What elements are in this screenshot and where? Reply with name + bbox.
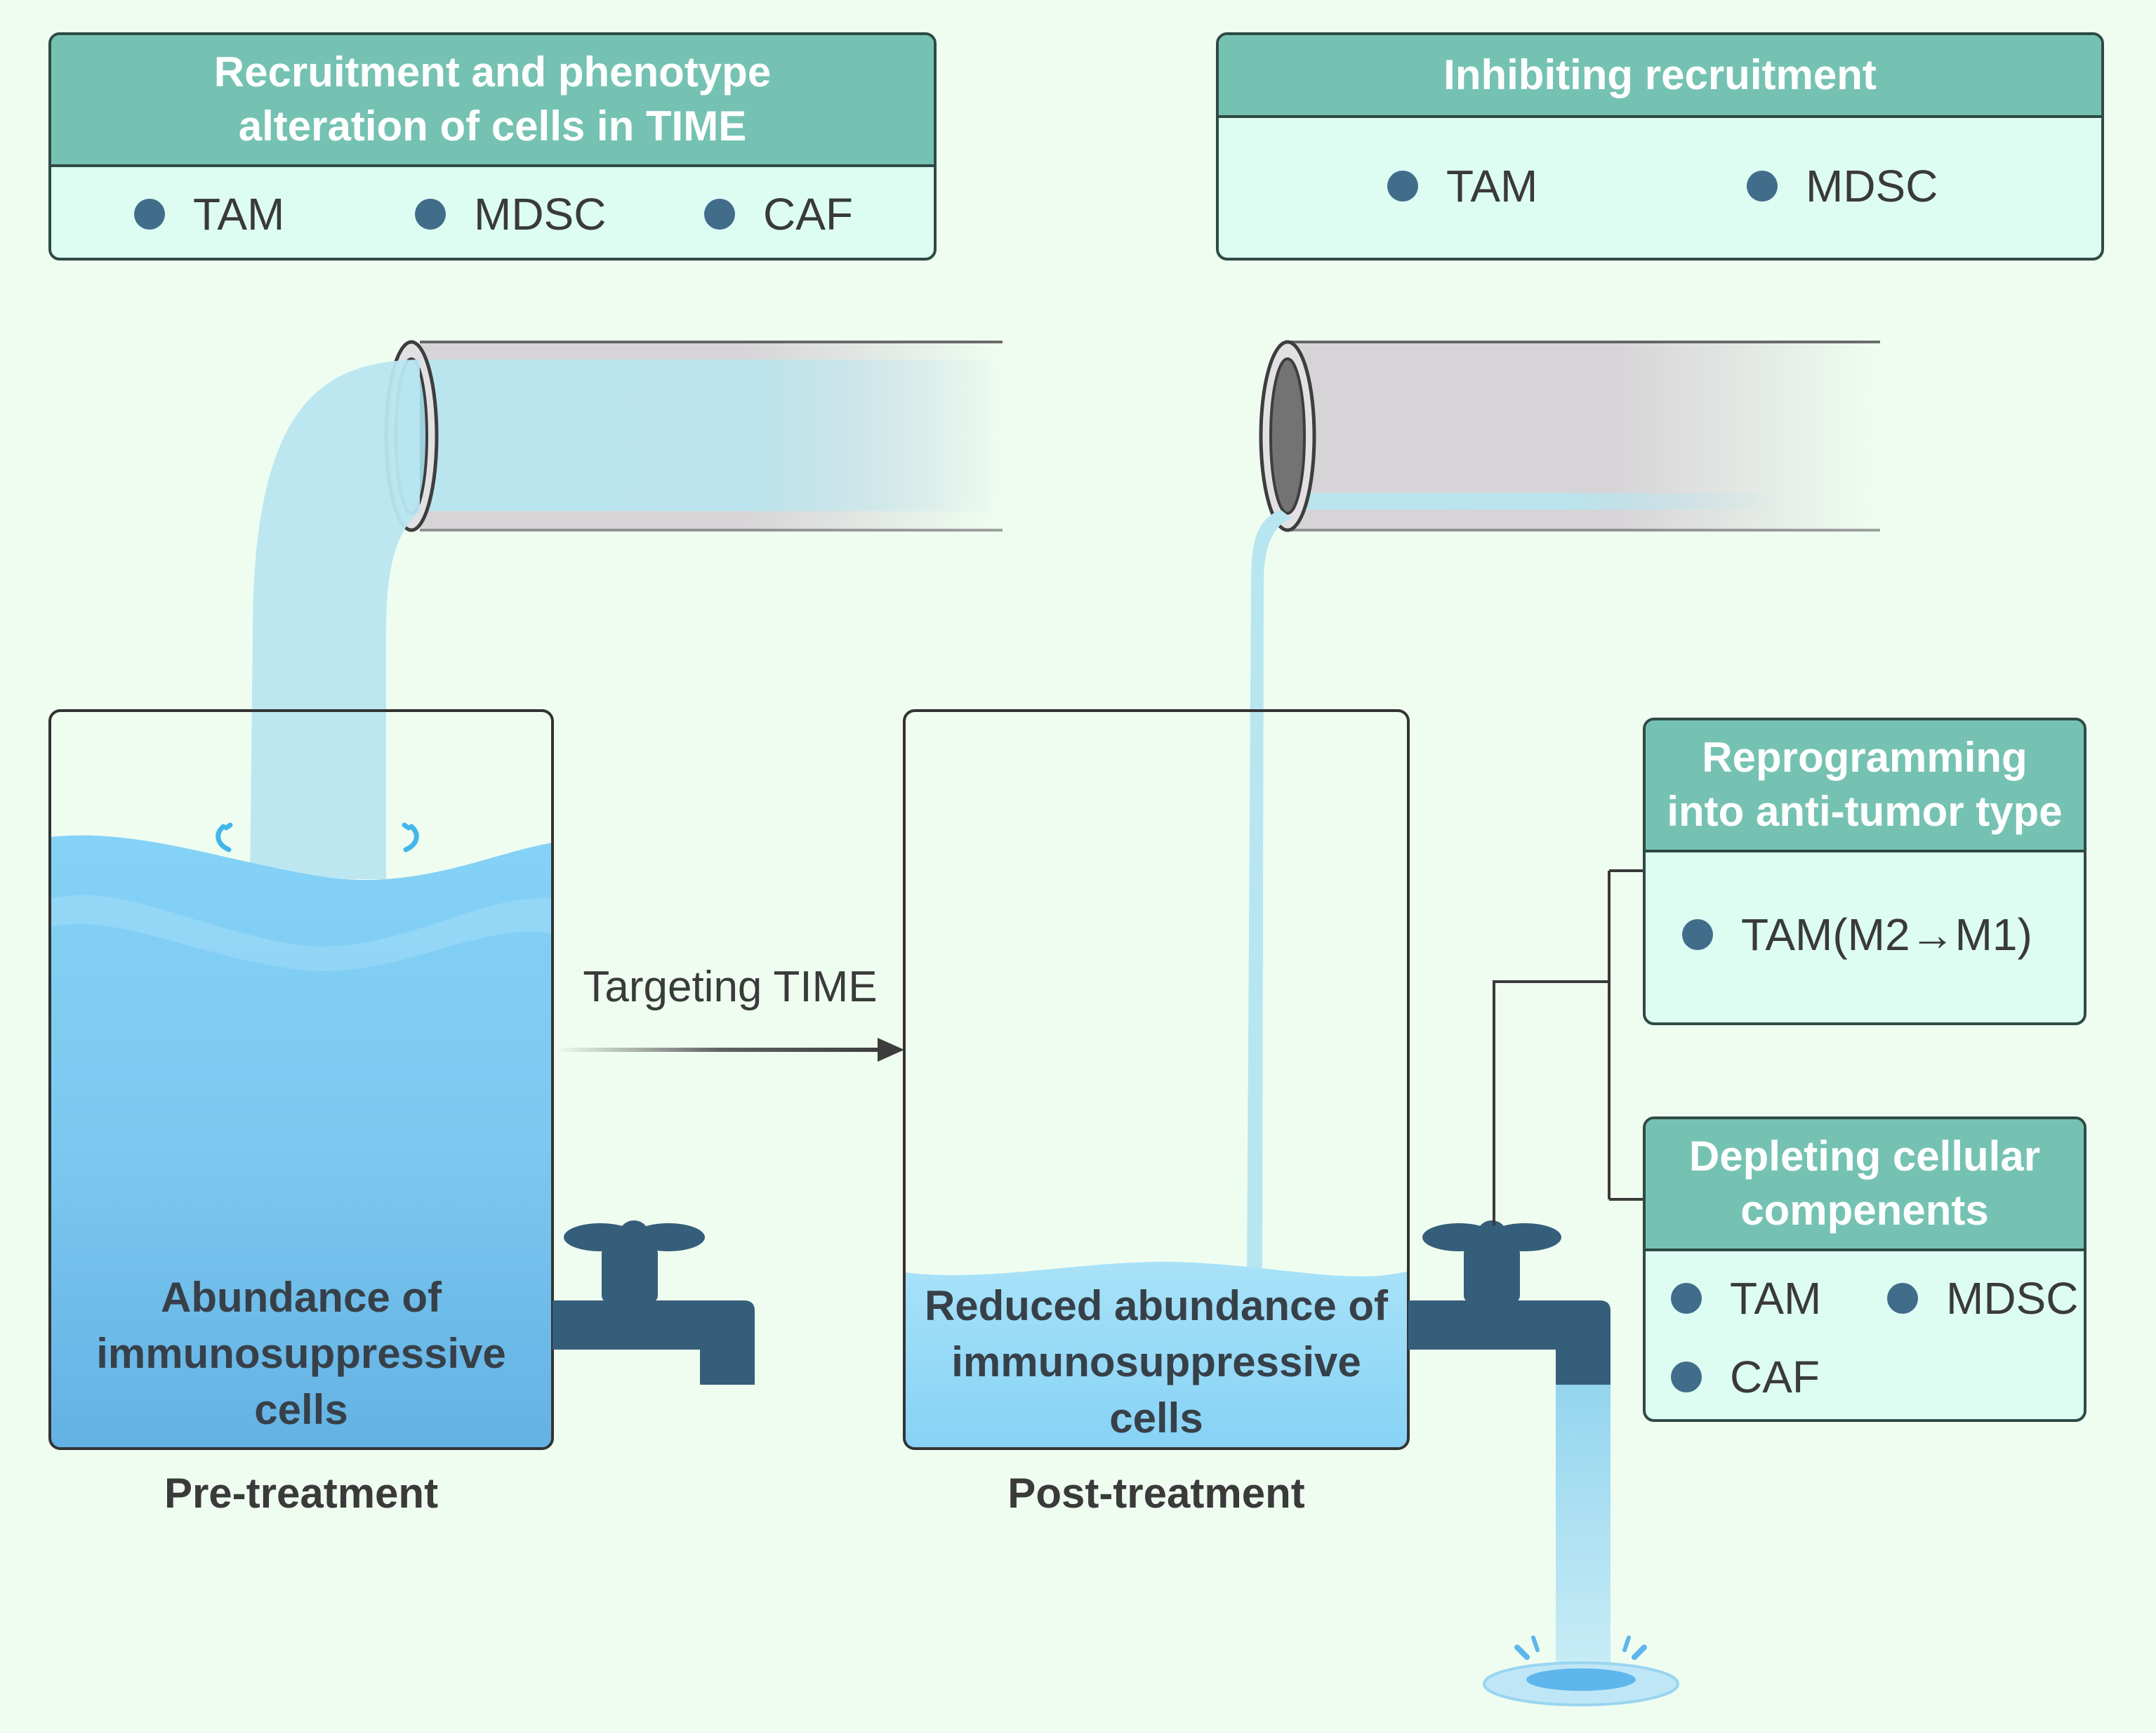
- left-pipe: [384, 340, 1003, 532]
- post-tank-text-line2: immunosuppressive: [951, 1338, 1361, 1385]
- recruitment-box-header: Recruitment and phenotype alteration of …: [51, 35, 934, 167]
- depleting-box-header: Depleting cellular compenents: [1646, 1119, 2084, 1251]
- depleting-item-caf: CAF: [1671, 1351, 1820, 1403]
- right-water-trickle: [1247, 510, 1292, 1274]
- pre-treatment-tank: [48, 709, 554, 1450]
- connector-lines: [1493, 869, 1651, 1225]
- reprogramming-box-header: Reprogramming into anti-tumor type: [1646, 720, 2084, 852]
- recruitment-title-line1: Recruitment and phenotype: [213, 48, 772, 96]
- depleting-item-mdsc: MDSC: [1887, 1272, 2078, 1324]
- recruitment-item-tam: TAM: [134, 188, 284, 240]
- recruitment-box: Recruitment and phenotype alteration of …: [48, 32, 937, 261]
- bullet-icon: [1671, 1362, 1702, 1392]
- recruitment-title-line2: alteration of cells in TIME: [238, 103, 747, 150]
- bullet-icon: [1747, 171, 1778, 202]
- pre-tank-text-line1: Abundance of: [161, 1274, 442, 1321]
- recruitment-item-mdsc: MDSC: [415, 188, 606, 240]
- post-treatment-caption: Post-treatment: [1007, 1470, 1305, 1517]
- bullet-icon: [1887, 1283, 1918, 1314]
- depleting-box: Depleting cellular compenents TAM MDSC C…: [1643, 1116, 2086, 1422]
- recruitment-item-caf: CAF: [704, 188, 853, 240]
- reprogramming-title-line1: Reprogramming: [1702, 734, 2028, 782]
- left-faucet: [553, 1220, 755, 1385]
- post-treatment-tank: [903, 709, 1410, 1450]
- reprogramming-item-tam: TAM(M2→M1): [1682, 909, 2032, 961]
- post-tank-text-line1: Reduced abundance of: [924, 1282, 1389, 1329]
- bullet-icon: [415, 199, 446, 230]
- inhibiting-item-mdsc: MDSC: [1747, 160, 1938, 212]
- post-tank-text-line3: cells: [1109, 1395, 1203, 1442]
- bullet-icon: [1671, 1283, 1702, 1314]
- inhibiting-box-header: Inhibiting recruitment: [1219, 35, 2101, 118]
- inhibiting-box: Inhibiting recruitment TAM MDSC: [1216, 32, 2104, 261]
- bullet-icon: [1682, 919, 1713, 950]
- bullet-icon: [1387, 171, 1418, 202]
- inhibiting-item-tam: TAM: [1387, 160, 1537, 212]
- depleting-title-line2: compenents: [1740, 1187, 1989, 1234]
- arrow-label: Targeting TIME: [583, 963, 878, 1011]
- depleting-item-tam: TAM: [1671, 1272, 1821, 1324]
- left-water-stream: [250, 360, 420, 879]
- pre-tank-text-line3: cells: [254, 1386, 348, 1433]
- depleting-title-line1: Depleting cellular: [1688, 1133, 2041, 1180]
- post-tank-text: Reduced abundance of immunosuppressive c…: [904, 1278, 1408, 1447]
- pre-tank-text: Abundance of immunosuppressive cells: [50, 1270, 553, 1438]
- reprogramming-title-line2: into anti-tumor type: [1667, 788, 2063, 835]
- right-pipe: [1259, 340, 1880, 532]
- bullet-icon: [134, 199, 165, 230]
- drain-water: [1483, 1385, 1679, 1706]
- inhibiting-title: Inhibiting recruitment: [1443, 51, 1877, 98]
- targeting-arrow: [555, 1038, 904, 1062]
- pre-treatment-caption: Pre-treatment: [164, 1470, 439, 1517]
- pre-tank-text-line2: immunosuppressive: [96, 1330, 506, 1377]
- right-faucet: [1408, 1220, 1611, 1385]
- reprogramming-box: Reprogramming into anti-tumor type TAM(M…: [1643, 718, 2086, 1025]
- bullet-icon: [704, 199, 735, 230]
